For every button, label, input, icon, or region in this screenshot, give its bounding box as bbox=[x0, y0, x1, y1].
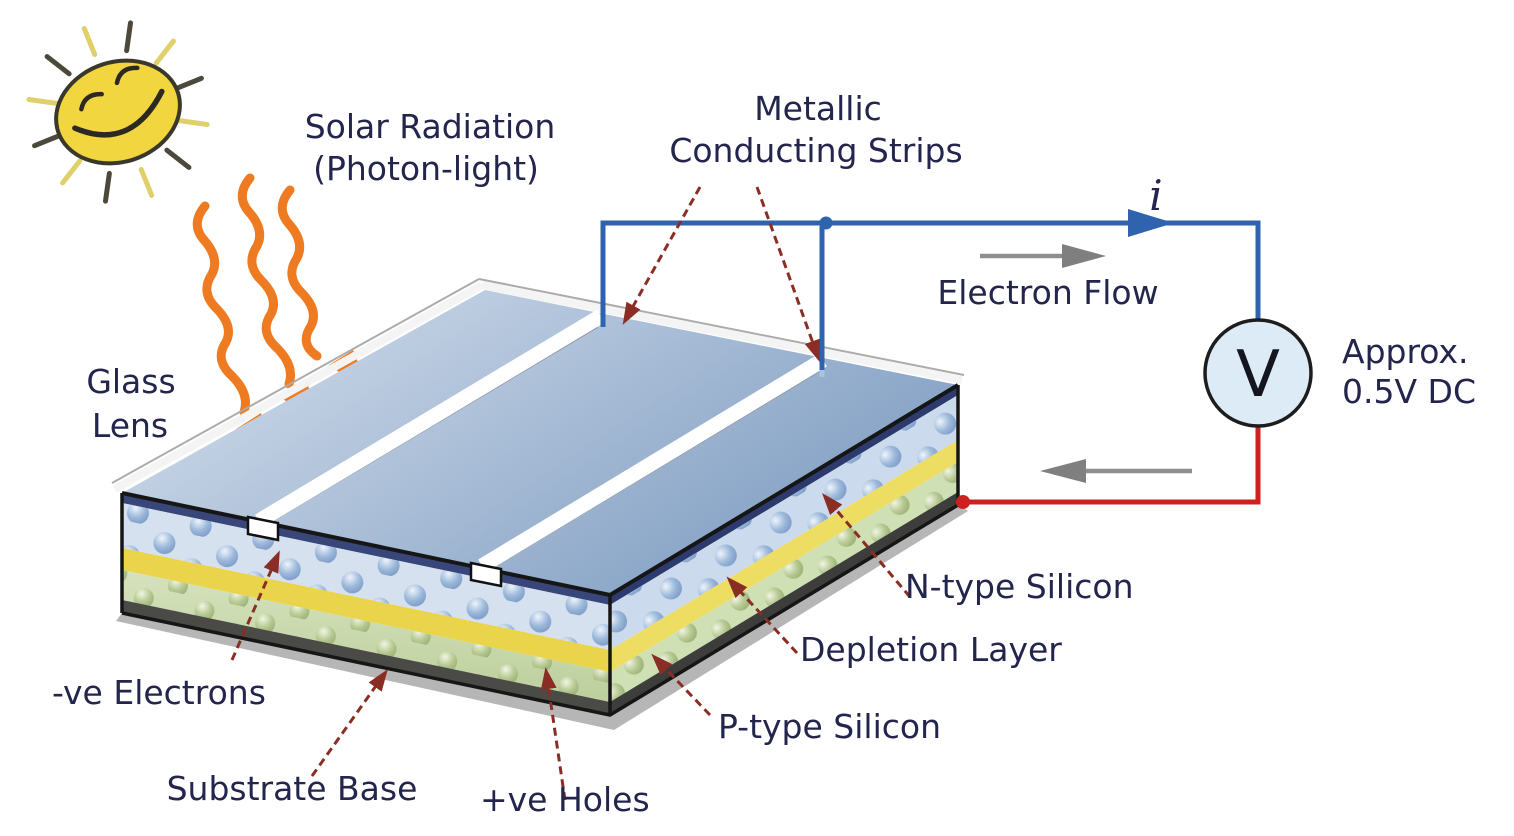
p-type-dots-right bbox=[610, 462, 958, 702]
label-depletion: Depletion Layer bbox=[800, 630, 1062, 669]
pointer-pos-holes bbox=[540, 667, 567, 801]
labels: Solar Radiation (Photon-light) Metallic … bbox=[52, 89, 1476, 819]
panel-rim bbox=[111, 278, 965, 493]
radiation-wave-1 bbox=[192, 201, 250, 417]
metallic-strips bbox=[253, 309, 827, 577]
label-glass-2: Lens bbox=[92, 406, 168, 445]
pointer-strip-left bbox=[622, 186, 702, 325]
depletion-layer-right bbox=[610, 440, 958, 672]
panel-edges bbox=[120, 383, 960, 717]
pointer-substrate bbox=[310, 669, 388, 777]
label-substrate-base: Substrate Base bbox=[167, 769, 418, 808]
label-approx-2: 0.5V DC bbox=[1342, 372, 1476, 411]
label-neg-electrons: -ve Electrons bbox=[52, 673, 266, 712]
strip-tab-2 bbox=[469, 561, 503, 588]
sun-face bbox=[54, 58, 182, 166]
wire-red bbox=[966, 420, 1261, 505]
label-solar-radiation-2: (Photon-light) bbox=[313, 149, 539, 188]
p-type-dots-left bbox=[122, 570, 610, 702]
pointer-strip-right bbox=[755, 186, 820, 363]
label-pointer-arrows bbox=[230, 186, 912, 801]
label-pos-holes: +ve Holes bbox=[480, 780, 650, 819]
label-current-symbol: i bbox=[1149, 171, 1162, 220]
panel-right-face bbox=[610, 385, 958, 715]
wire-blue bbox=[600, 220, 1261, 330]
label-n-type: N-type Silicon bbox=[905, 567, 1134, 606]
depletion-layer-left bbox=[122, 548, 610, 672]
wire-junction-dot bbox=[819, 216, 833, 230]
strip-tab-1 bbox=[246, 515, 280, 542]
pointer-depletion bbox=[726, 576, 799, 655]
electron-flow-arrowhead-left bbox=[1040, 459, 1086, 483]
pointer-neg-electrons bbox=[230, 550, 280, 661]
glass-top-face bbox=[122, 290, 958, 595]
substrate-right bbox=[610, 492, 958, 715]
solar-panel bbox=[111, 278, 968, 730]
current-arrowhead bbox=[1128, 209, 1174, 237]
label-p-type: P-type Silicon bbox=[718, 707, 941, 746]
label-glass-1: Glass bbox=[86, 362, 175, 401]
label-solar-radiation-1: Solar Radiation bbox=[305, 107, 556, 146]
n-type-dots-left bbox=[122, 503, 610, 650]
radiation-wave-3 bbox=[277, 185, 322, 361]
glass-edge-right bbox=[610, 385, 958, 605]
pointer-n-type bbox=[822, 493, 912, 598]
pointer-p-type bbox=[651, 653, 712, 717]
strip-contact-tabs bbox=[246, 515, 503, 588]
voltmeter: V bbox=[1203, 318, 1313, 428]
electron-flow-arrowhead-right bbox=[1062, 244, 1106, 268]
sun-rays bbox=[26, 20, 210, 204]
sun-icon bbox=[26, 20, 210, 204]
electron-flow-arrows bbox=[980, 244, 1192, 483]
wire-red-junction-dot bbox=[956, 495, 970, 509]
label-approx-1: Approx. bbox=[1342, 332, 1469, 371]
label-metallic-1: Metallic bbox=[754, 89, 882, 128]
voltmeter-symbol: V bbox=[1236, 338, 1280, 412]
label-metallic-2: Conducting Strips bbox=[669, 131, 962, 170]
circuit: V bbox=[600, 209, 1313, 509]
n-type-dots-right bbox=[610, 395, 958, 650]
radiation-wave-2 bbox=[237, 173, 295, 389]
label-electron-flow: Electron Flow bbox=[937, 273, 1158, 312]
